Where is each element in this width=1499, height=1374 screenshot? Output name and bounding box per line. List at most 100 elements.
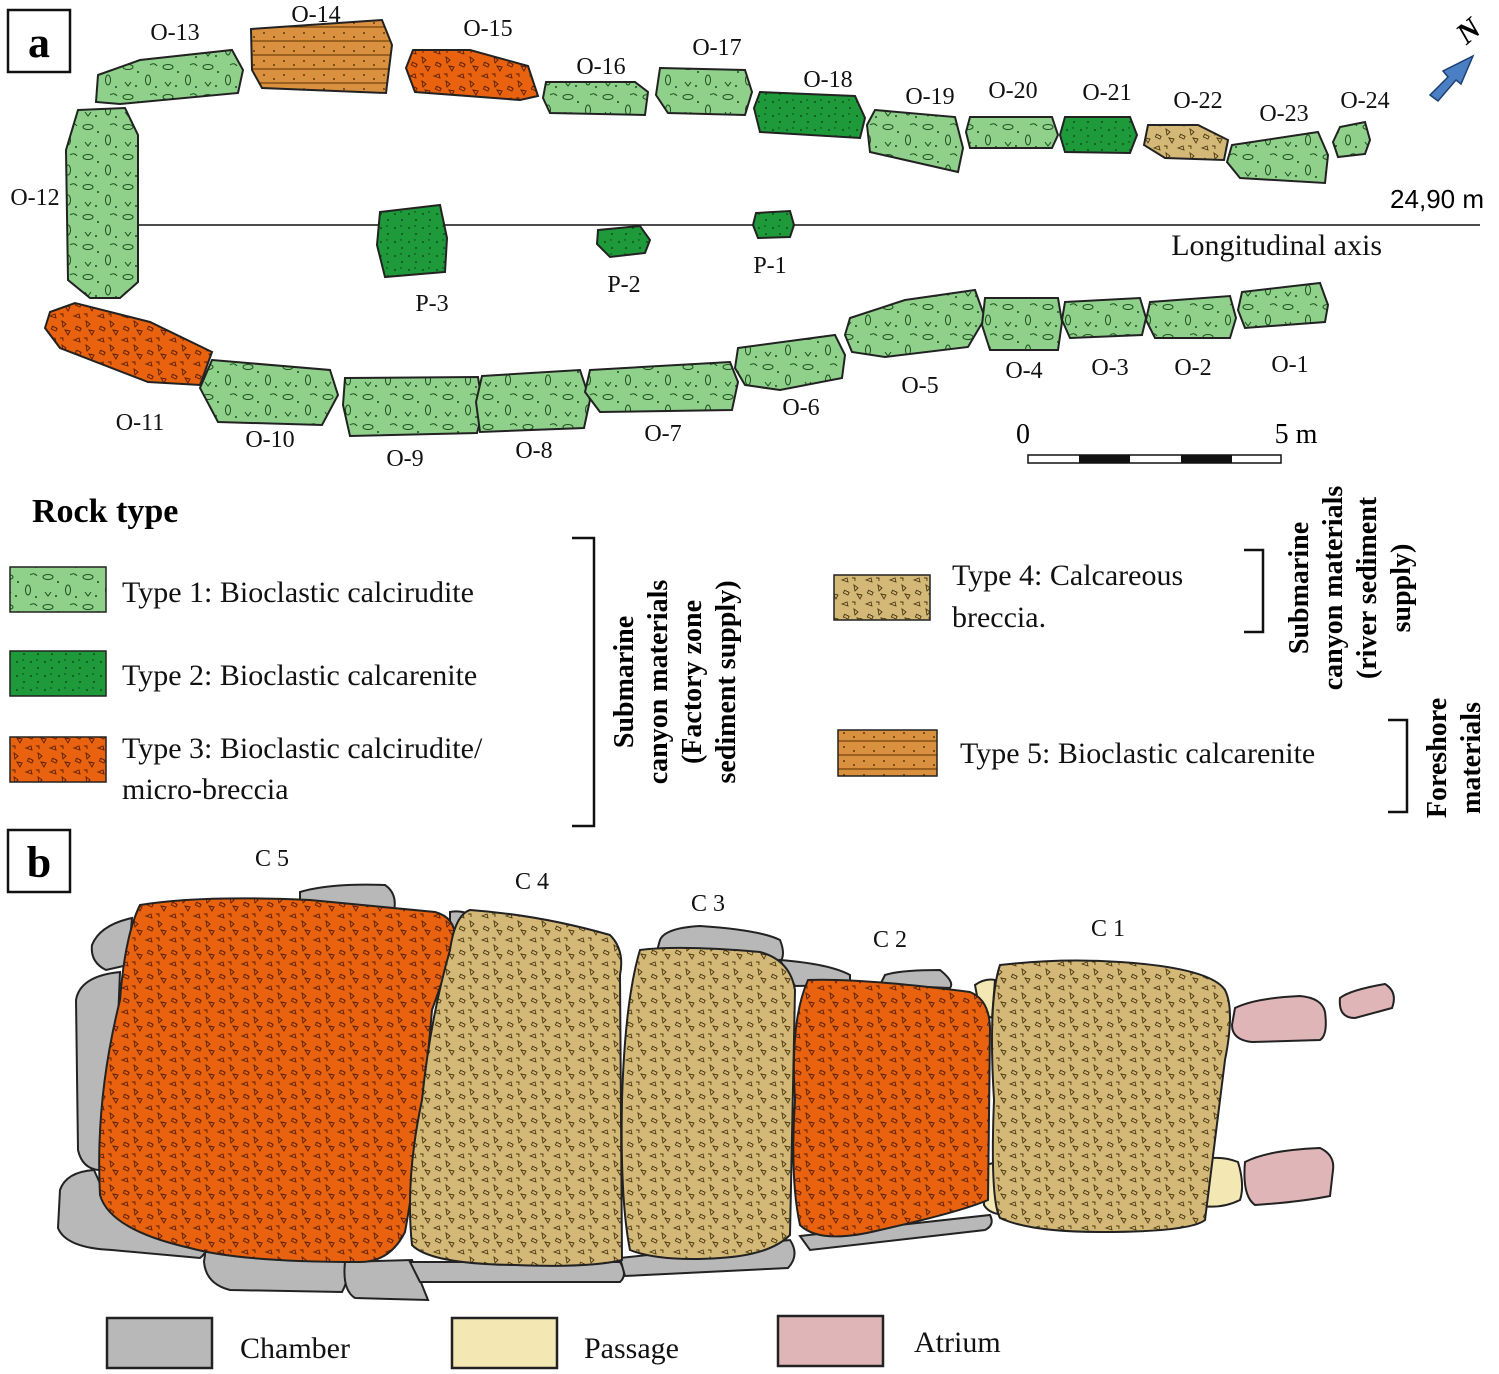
label-o17: O-17 <box>692 35 741 61</box>
svg-text:canyon materials: canyon materials <box>643 580 674 785</box>
panel-a: a N 24,90 m Longitudinal axis <box>6 2 1489 472</box>
legend-type4-line1: Type 4: Calcareous <box>952 559 1183 592</box>
wall-stone-south-c2 <box>798 1213 993 1252</box>
orthostat-o23 <box>1225 130 1330 185</box>
rock-type-legend: Rock type Type 1: Bioclastic calcirudite… <box>9 486 1487 828</box>
capstone-c1 <box>991 959 1231 1234</box>
north-arrow-icon: N <box>1428 11 1489 103</box>
atrium-stones <box>1230 982 1395 1207</box>
orthostat-o8 <box>474 368 592 434</box>
scale-start-label: 0 <box>1016 419 1030 450</box>
wall-stone-west-top <box>90 916 134 972</box>
atrium-stone-north-1 <box>1230 994 1327 1044</box>
legend-swatch-atrium <box>776 1314 885 1368</box>
legend-swatch-type1 <box>9 566 107 613</box>
orthostat-o18 <box>752 90 867 140</box>
label-c4: C 4 <box>515 869 549 895</box>
scale-bar: 0 5 m <box>1016 419 1318 464</box>
label-o16: O-16 <box>576 54 625 80</box>
label-c1: C 1 <box>1091 916 1125 942</box>
label-o21: O-21 <box>1082 80 1131 106</box>
panel-b-label-box <box>6 828 72 894</box>
label-o11: O-11 <box>116 410 164 436</box>
label-p2: P-2 <box>607 272 640 298</box>
orthostat-o14 <box>249 18 394 95</box>
orthostat-o21 <box>1058 116 1139 155</box>
panel-b-label: b <box>27 838 51 887</box>
label-o13: O-13 <box>150 20 199 46</box>
orthostat-o19 <box>865 108 965 174</box>
svg-text:sediment supply): sediment supply) <box>711 580 742 783</box>
orthostat-o4 <box>980 297 1064 351</box>
svg-text:(Factory zone: (Factory zone <box>677 600 708 764</box>
label-o1: O-1 <box>1271 352 1308 378</box>
structure-legend: Chamber Passage Atrium <box>105 1314 1001 1370</box>
capstone-c4 <box>408 908 624 1267</box>
legend-swatch-type2 <box>9 650 107 697</box>
group3-caption: Foreshore materials <box>1422 698 1487 818</box>
label-o22: O-22 <box>1173 88 1222 114</box>
svg-text:Submarine: Submarine <box>1284 522 1315 654</box>
legend-swatch-passage <box>450 1316 559 1370</box>
legend-type4-line2: breccia. <box>952 601 1046 634</box>
orthostat-o7 <box>583 360 740 414</box>
bracket-group2 <box>1244 548 1265 634</box>
orthostat-o15 <box>404 49 540 102</box>
label-o14: O-14 <box>291 2 340 28</box>
pillar-p3 <box>375 203 449 279</box>
label-o6: O-6 <box>782 395 819 421</box>
axis-label: Longitudinal axis <box>1171 229 1382 262</box>
label-o3: O-3 <box>1091 355 1128 381</box>
legend-atrium: Atrium <box>914 1326 1001 1359</box>
orthostat-o16 <box>541 81 650 117</box>
svg-text:supply): supply) <box>1386 544 1417 633</box>
pillar-p2 <box>595 224 652 259</box>
label-o4: O-4 <box>1005 358 1042 384</box>
bracket-group3 <box>1388 718 1409 814</box>
orthostat-o6 <box>733 333 847 392</box>
svg-text:materials: materials <box>1456 702 1487 814</box>
legend-swatch-type3 <box>9 736 107 783</box>
label-o19: O-19 <box>905 84 954 110</box>
pillar-p1 <box>751 209 796 240</box>
label-o8: O-8 <box>515 438 552 464</box>
label-o5: O-5 <box>901 373 938 399</box>
group2-caption: Submarine canyon materials (river sedime… <box>1284 486 1417 691</box>
legend-type2: Type 2: Bioclastic calcarenite <box>122 659 477 692</box>
panel-a-label-box <box>6 8 72 74</box>
orthostat-o13 <box>94 48 245 106</box>
orthostat-o10 <box>198 358 340 427</box>
orthostat-o17 <box>654 66 754 117</box>
label-c2: C 2 <box>873 927 907 953</box>
orthostat-o20 <box>964 116 1060 149</box>
label-o10: O-10 <box>245 427 294 453</box>
label-o2: O-2 <box>1174 355 1211 381</box>
panel-a-label: a <box>28 18 50 67</box>
orthostat-o11 <box>43 301 214 387</box>
panel-b: b <box>6 828 1395 1370</box>
capstone-c5 <box>98 897 457 1264</box>
label-p3: P-3 <box>415 291 448 317</box>
label-o9: O-9 <box>386 446 423 472</box>
legend-title: Rock type <box>32 493 178 530</box>
label-p1: P-1 <box>753 253 786 279</box>
legend-swatch-type5 <box>837 729 938 777</box>
label-o15: O-15 <box>463 16 512 42</box>
label-o24: O-24 <box>1340 88 1389 114</box>
orthostat-o22 <box>1142 124 1230 162</box>
label-c5: C 5 <box>255 846 289 872</box>
orthostat-o3 <box>1060 296 1148 340</box>
legend-swatch-chamber <box>105 1316 214 1370</box>
label-c3: C 3 <box>691 891 725 917</box>
legend-type3-line2: micro-breccia <box>122 773 289 806</box>
legend-chamber: Chamber <box>240 1332 350 1365</box>
svg-text:canyon materials: canyon materials <box>1318 486 1349 691</box>
legend-passage: Passage <box>584 1332 679 1365</box>
label-o7: O-7 <box>644 421 681 447</box>
legend-swatch-type4 <box>833 574 931 621</box>
group1-caption: Submarine canyon materials (Factory zone… <box>609 580 742 785</box>
svg-text:(river sediment: (river sediment <box>1352 496 1383 679</box>
legend-type1: Type 1: Bioclastic calcirudite <box>122 576 474 609</box>
orthostat-o12 <box>64 106 139 299</box>
